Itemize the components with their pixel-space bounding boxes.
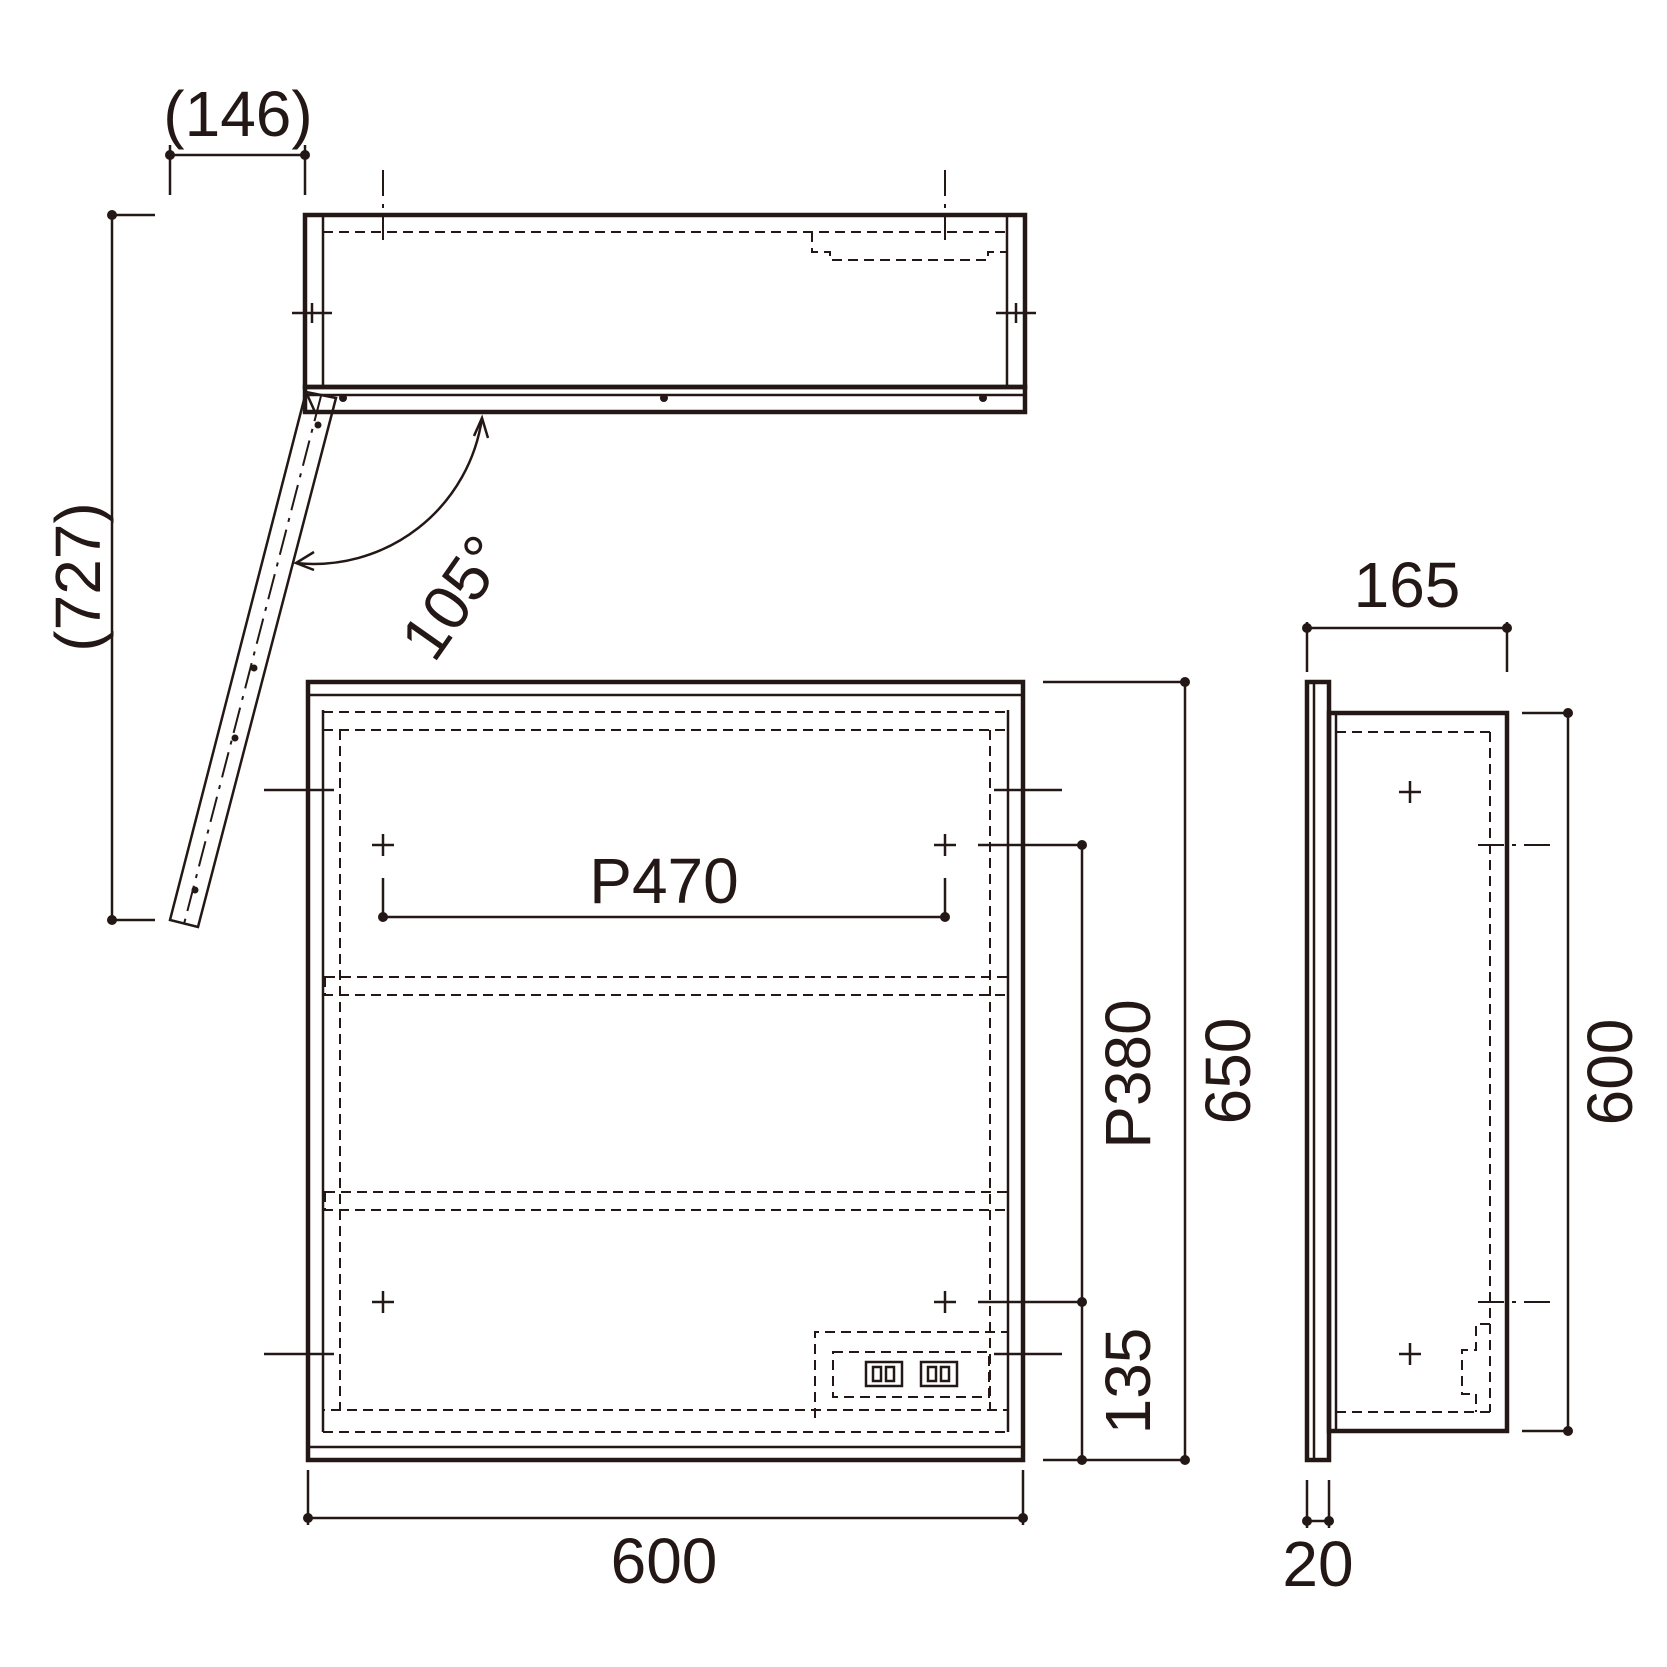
side-view-door — [1304, 679, 1332, 1463]
side-view-cabinet-body — [1326, 710, 1510, 1434]
front-view-door — [305, 679, 1026, 1463]
mounting-holes — [372, 834, 956, 1313]
pitch-horizontal-label: P470 — [589, 845, 738, 917]
open-angle-arc — [295, 417, 484, 566]
open-angle-label: 105° — [387, 523, 522, 673]
front-height-label: 650 — [1192, 1018, 1264, 1125]
top-view-cabinet-body — [302, 212, 1028, 390]
outlet-left-icon — [864, 1360, 904, 1388]
outlet-box — [832, 1351, 990, 1398]
side-height-label: 600 — [1574, 1019, 1646, 1126]
pitch-vertical-label: P380 — [1092, 999, 1164, 1148]
front-view: P470 P380 135 650 600 — [264, 677, 1264, 1597]
bottom-offset-label: 135 — [1092, 1328, 1164, 1435]
side-depth-label: 165 — [1354, 549, 1461, 621]
top-view: 105° (146) (727) — [42, 78, 1036, 929]
shelf-lower — [324, 1191, 1009, 1211]
outlet-right-icon — [919, 1360, 959, 1388]
shelf-upper — [324, 976, 1009, 996]
side-view: 165 600 20 — [1282, 549, 1646, 1600]
door-thickness-label: 20 — [1282, 1528, 1353, 1600]
open-reach-label: (727) — [42, 502, 114, 651]
open-door — [168, 390, 338, 929]
top-depth-label: (146) — [163, 78, 312, 150]
front-width-label: 600 — [611, 1525, 718, 1597]
